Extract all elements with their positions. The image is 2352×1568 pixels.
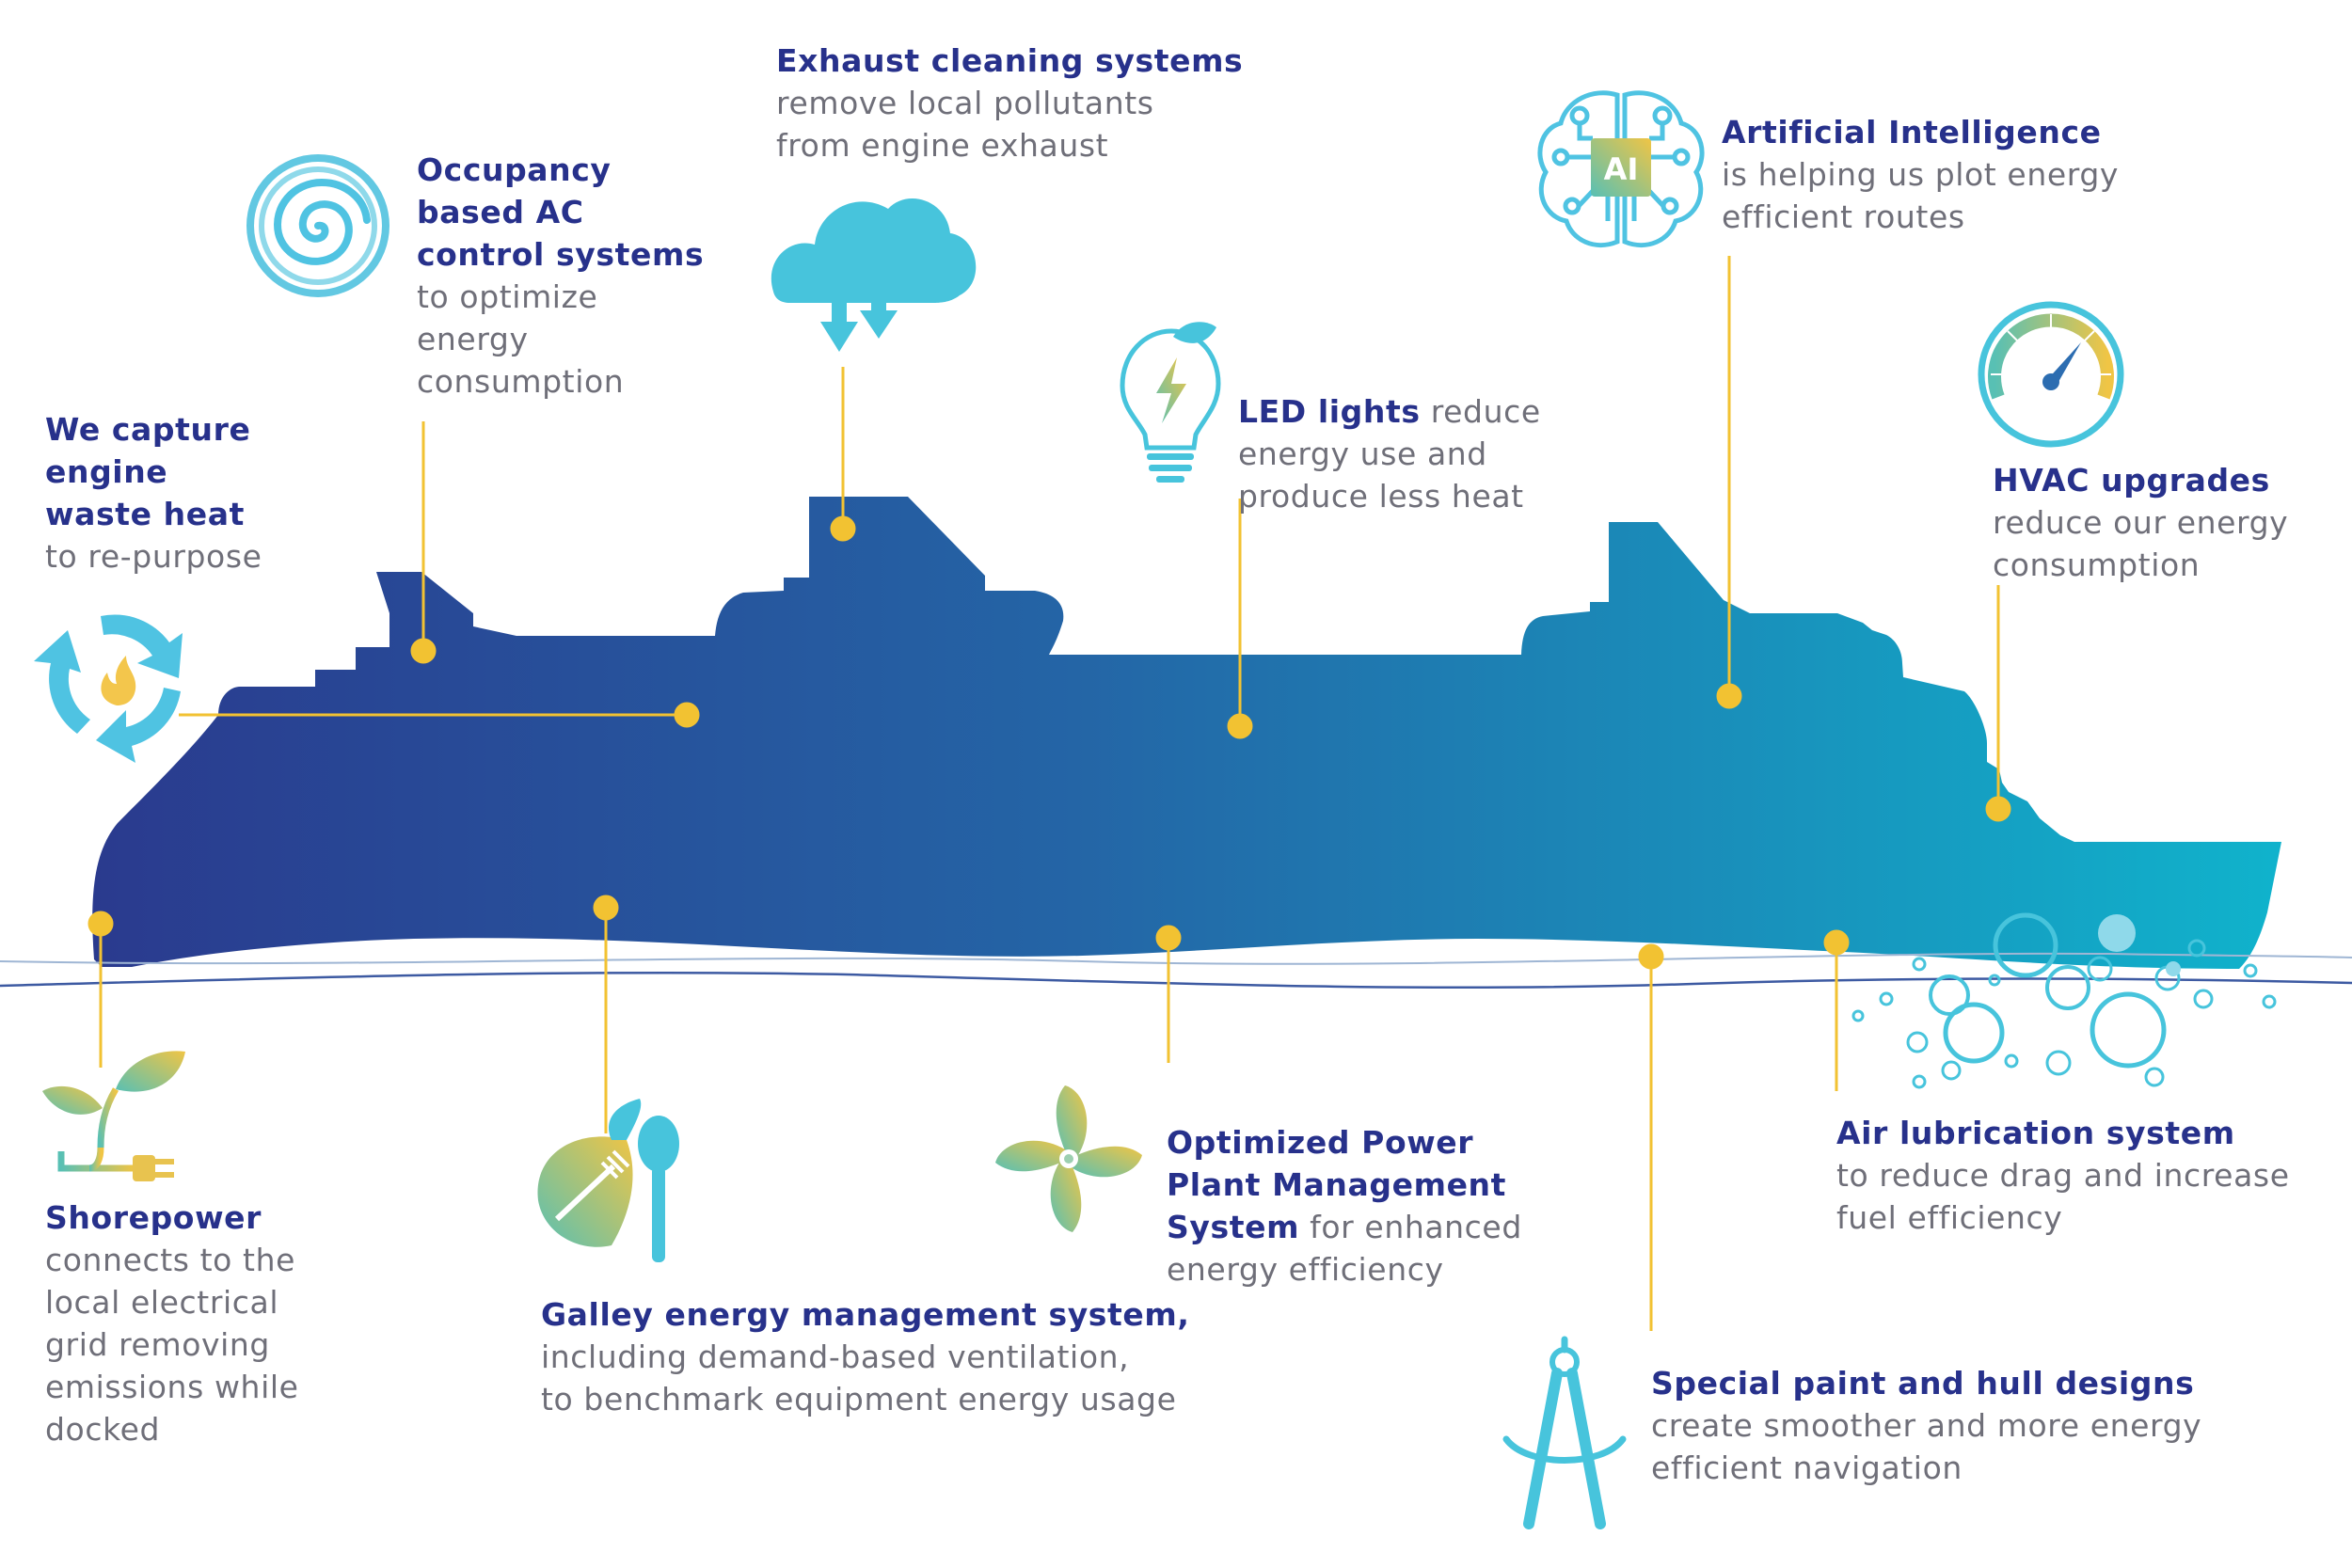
- light-bulb-icon: [1120, 322, 1221, 483]
- feature-title: HVAC upgrades: [1993, 462, 2270, 499]
- bubbles-icon: [1851, 912, 2277, 1089]
- feature-description: for enhanced energy efficiency: [1167, 1209, 1522, 1288]
- feature-description: reduce energy use and produce less heat: [1238, 393, 1541, 515]
- recycle-flame-icon: [34, 614, 183, 763]
- cloud-download-icon: [771, 198, 977, 352]
- bubble-filled: [2166, 961, 2181, 976]
- feature-title: Air lubrication system: [1836, 1115, 2235, 1151]
- feature-description: including demand-based ventilation, to b…: [541, 1338, 1177, 1418]
- feature-power-plant: Optimized Power Plant Management System …: [1167, 1079, 1522, 1291]
- feature-air-lubrication: Air lubrication system to reduce drag an…: [1836, 1112, 2290, 1239]
- feature-shorepower: Shorepower connects to the local electri…: [45, 1196, 299, 1450]
- feature-description: to reduce drag and increase fuel efficie…: [1836, 1157, 2290, 1236]
- waterline-1: [0, 952, 2352, 965]
- feature-title: We capture engine waste heat: [45, 411, 251, 532]
- compass-icon: [1502, 1336, 1627, 1529]
- feature-title: Exhaust cleaning systems: [776, 42, 1244, 79]
- feature-title: Occupancy based AC control systems: [417, 151, 705, 273]
- feature-title: Galley energy management system,: [541, 1296, 1190, 1333]
- feature-description: to optimize energy consumption: [417, 278, 625, 400]
- feature-title: Shorepower: [45, 1199, 262, 1236]
- ai-chip-label: AI: [1604, 151, 1639, 187]
- feature-galley: Galley energy management system, includi…: [541, 1293, 1190, 1420]
- feature-description: to re-purpose: [45, 538, 262, 575]
- leaf-fork-spoon-icon: [537, 1099, 679, 1262]
- spiral-icon: [246, 154, 389, 297]
- feature-description: connects to the local electrical grid re…: [45, 1242, 299, 1448]
- feature-occupancy-ac: Occupancy based AC control systems to op…: [417, 149, 704, 403]
- feature-title: Special paint and hull designs: [1651, 1365, 2195, 1402]
- plant-plug-icon: [42, 1051, 185, 1181]
- waterline-2: [0, 971, 2352, 990]
- feature-description: remove local pollutants from engine exha…: [776, 85, 1154, 164]
- feature-ai: Artificial Intelligence is helping us pl…: [1722, 111, 2119, 238]
- ship-silhouette: [92, 497, 2282, 969]
- feature-description: create smoother and more energy efficien…: [1651, 1407, 2202, 1486]
- bubble-filled: [2098, 914, 2136, 952]
- gauge-icon: [1978, 301, 2124, 448]
- feature-waste-heat: We capture engine waste heat to re-purpo…: [45, 408, 262, 578]
- feature-hvac: HVAC upgrades reduce our energy consumpt…: [1993, 459, 2288, 586]
- leader-lines: [87, 256, 2011, 1331]
- feature-exhaust: Exhaust cleaning systems remove local po…: [776, 40, 1243, 166]
- ai-brain-icon: AI: [1537, 90, 1705, 248]
- feature-description: is helping us plot energy efficient rout…: [1722, 156, 2120, 235]
- feature-title: LED lights: [1238, 393, 1421, 430]
- feature-led: LED lights reduce energy use and produce…: [1238, 348, 1541, 517]
- feature-title: Artificial Intelligence: [1722, 114, 2102, 150]
- feature-paint-hull: Special paint and hull designs create sm…: [1651, 1362, 2201, 1489]
- propeller-icon: [995, 1085, 1142, 1232]
- feature-title: Optimized Power Plant Management System: [1167, 1124, 1507, 1245]
- feature-description: reduce our energy consumption: [1993, 504, 2289, 583]
